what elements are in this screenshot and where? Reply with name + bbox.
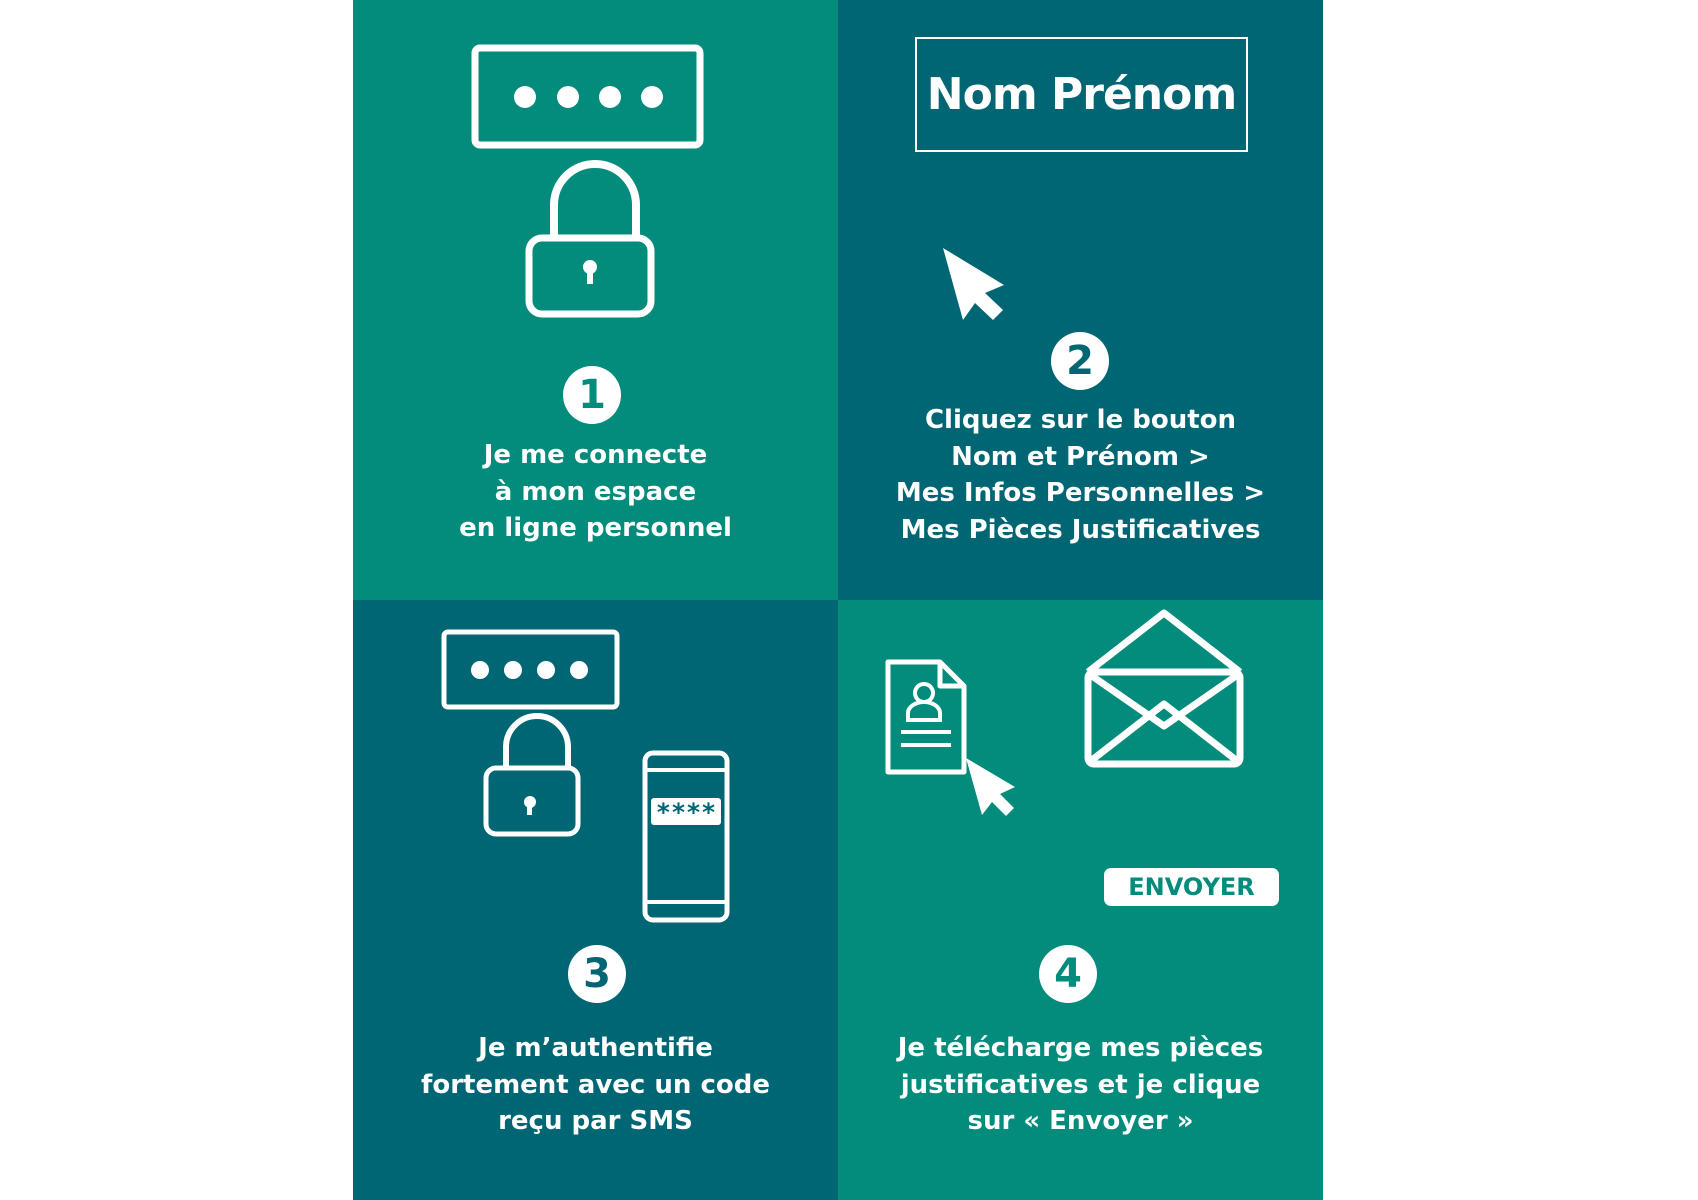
step-3-illustration: **** (441, 629, 730, 923)
step-3-line: fortement avec un code (421, 1069, 770, 1100)
padlock-icon (483, 713, 581, 837)
step-1-panel: 1 Je me connecte à mon espace en ligne p… (353, 0, 838, 600)
step-1-number-badge: 1 (563, 366, 621, 424)
step-4-line: sur « Envoyer » (967, 1106, 1194, 1136)
send-button: ENVOYER (1104, 868, 1279, 906)
mouse-cursor-icon (943, 248, 1004, 320)
step-3-line: Je m’authentifie (478, 1033, 713, 1063)
step-2-line: Nom et Prénom > (951, 441, 1210, 472)
step-2-panel: Nom Prénom 2 Cliquez sur le bouton Nom e… (838, 0, 1323, 600)
smartphone-icon (642, 750, 730, 923)
mouse-cursor-icon (966, 758, 1015, 816)
envelope-icon (1084, 609, 1244, 768)
document-icon (885, 659, 967, 775)
step-2-line: Mes Pièces Justificatives (900, 514, 1261, 545)
steps-grid: 1 Je me connecte à mon espace en ligne p… (353, 0, 1323, 1200)
step-1-illustration (471, 44, 704, 318)
password-field-icon (471, 44, 704, 149)
step-2-line: Mes Infos Personnelles > (895, 478, 1266, 508)
step-1-line: à mon espace (494, 476, 697, 507)
sms-code-text: **** (656, 798, 716, 827)
step-3-description: Je m’authentifie fortement avec un code … (353, 1030, 838, 1140)
step-2-illustration (943, 248, 1004, 320)
step-4-line: Je télécharge mes pièces (897, 1033, 1264, 1063)
step-3-line: reçu par SMS (498, 1106, 693, 1136)
step-3-panel: **** 3 Je m’authentifie fortement avec u… (353, 600, 838, 1200)
step-2-line: Cliquez sur le bouton (924, 405, 1237, 435)
step-2-description: Cliquez sur le bouton Nom et Prénom > Me… (838, 402, 1323, 548)
name-button-illustration: Nom Prénom (915, 37, 1248, 152)
step-4-number-badge: 4 (1039, 945, 1097, 1003)
password-field-icon (441, 629, 620, 710)
step-1-line: en ligne personnel (459, 513, 732, 543)
step-4-panel: ENVOYER 4 Je télécharge mes pièces justi… (838, 600, 1323, 1200)
padlock-icon (525, 160, 655, 318)
step-4-illustration (885, 609, 1244, 816)
step-3-number-badge: 3 (568, 945, 626, 1003)
step-4-line: justificatives et je clique (900, 1069, 1261, 1100)
step-4-description: Je télécharge mes pièces justificatives … (838, 1030, 1323, 1140)
step-2-number-badge: 2 (1051, 332, 1109, 390)
step-1-description: Je me connecte à mon espace en ligne per… (353, 437, 838, 547)
step-1-line: Je me connecte (483, 440, 708, 470)
